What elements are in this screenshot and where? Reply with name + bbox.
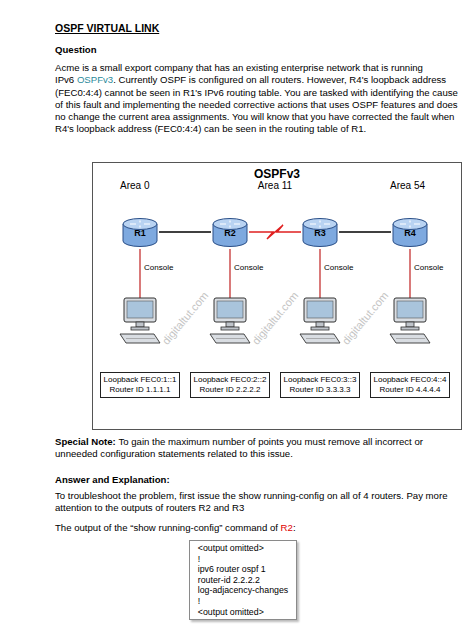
body-text: . Currently OSPF is configured on all ro… [55, 74, 458, 134]
loopback-text: Loopback FEC0:1::1 [104, 375, 177, 385]
console-cables [140, 249, 410, 298]
loopback-text: Router ID 4.4.4.4 [374, 385, 447, 395]
body-text: : [293, 522, 296, 533]
loopback-box: Loopback FEC0:1::1Router ID 1.1.1.1 [100, 372, 181, 398]
heading-block: OSPF VIRTUAL LINK [55, 22, 460, 35]
loopback-text: Loopback FEC0:3::3 [284, 375, 357, 385]
config-line: <output omitted> [198, 543, 288, 554]
router-icon: R1 [121, 216, 159, 248]
router-label: R1 [121, 216, 159, 238]
router-label: R2 [211, 216, 249, 238]
body-text: To troubleshoot the problem, first issue… [55, 490, 447, 513]
router-name: R2 [281, 522, 293, 533]
text-block: Question [55, 44, 460, 56]
loopback-box: Loopback FEC0:4::4Router ID 4.4.4.4 [370, 372, 451, 398]
config-line: log-adjacency-changes [198, 585, 288, 596]
watermark: digitaltut.com [250, 289, 301, 346]
loopback-text: Loopback FEC0:2::2 [194, 375, 267, 385]
link-layer [159, 225, 391, 239]
watermark: digitaltut.com [160, 289, 211, 346]
loopback-text: Loopback FEC0:4::4 [374, 375, 447, 385]
watermark: digitaltut.com [340, 289, 391, 346]
note-heading: Special Note: [55, 436, 116, 447]
router-icon: R2 [211, 216, 249, 248]
config-line: ipv6 router ospf 1 [198, 564, 288, 575]
body-text: The output of the “show running-config” … [55, 522, 278, 533]
loopback-text: Router ID 2.2.2.2 [194, 385, 267, 395]
config-line: <output omitted> [198, 607, 288, 618]
router-icon: R3 [301, 216, 339, 248]
loopback-box: Loopback FEC0:3::3Router ID 3.3.3.3 [280, 372, 361, 398]
cable-label: Console [414, 263, 443, 272]
area-label: Area 0 [120, 178, 260, 192]
cable-label: Console [324, 263, 353, 272]
loopback-text: Router ID 3.3.3.3 [284, 385, 357, 395]
text-block: Answer and Explanation: [55, 474, 460, 486]
section-heading: Question [55, 44, 97, 55]
loopback-box: Loopback FEC0:2::2Router ID 2.2.2.2 [190, 372, 271, 398]
text-block: Acme is a small export company that has … [55, 62, 460, 136]
text-block: To troubleshoot the problem, first issue… [55, 490, 460, 515]
network-link [159, 231, 211, 232]
router-label: R4 [391, 216, 429, 238]
text-block: Special Note:To gain the maximum number … [55, 436, 460, 461]
diagram-title: OSPFv3 [93, 167, 461, 181]
network-link [339, 231, 391, 232]
diagram-frame: R1Area 0Area 11R4Area 54R2R3Loopback FEC… [92, 162, 462, 430]
loopback-text: Router ID 1.1.1.1 [104, 385, 177, 395]
body-text: OSPFv3 [77, 74, 113, 85]
page-title: OSPF VIRTUAL LINK [55, 22, 159, 34]
config-line: ! [198, 596, 288, 607]
cable-label: Console [144, 263, 173, 272]
config-line: router-id 2.2.2.2 [198, 575, 288, 586]
text-block: The output of the “show running-config” … [55, 522, 460, 534]
config-box: <output omitted>!ipv6 router ospf 1route… [189, 540, 297, 620]
area-label: Area 54 [390, 178, 454, 192]
section-heading: Answer and Explanation: [55, 474, 170, 485]
router-label: R3 [301, 216, 339, 238]
router-icon: R4 [391, 216, 429, 248]
network-link [249, 225, 301, 239]
cable-label: Console [234, 263, 263, 272]
config-line: ! [198, 554, 288, 565]
